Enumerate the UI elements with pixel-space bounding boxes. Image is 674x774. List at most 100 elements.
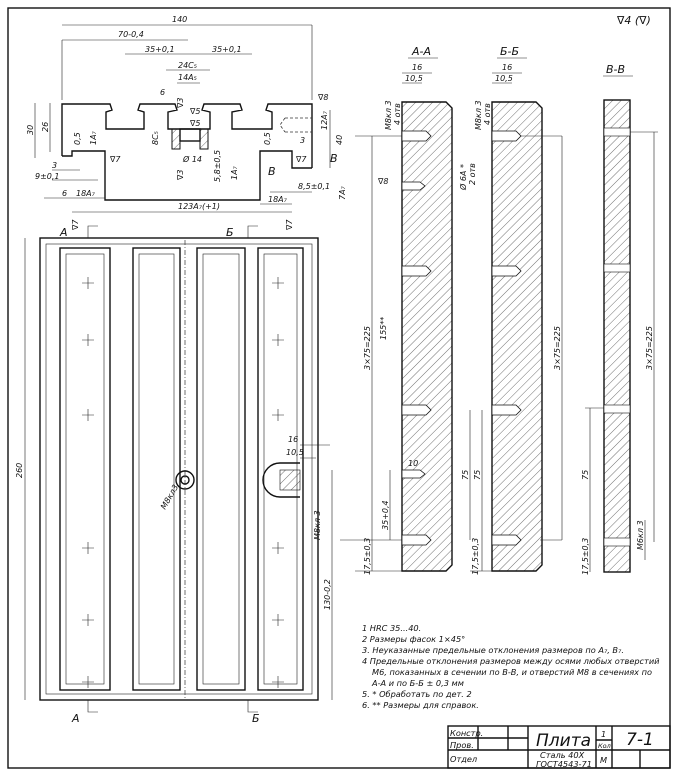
roughness-3a: ∇3 [176, 98, 185, 109]
dim-16-plan: 16 [288, 435, 298, 444]
aa-dim-16: 16 [412, 63, 422, 72]
aa-dim-155: 155** [379, 317, 388, 340]
dim-3-left: 3 [52, 161, 57, 170]
dim-123a7: 123A₇(+1) [178, 202, 220, 211]
roughness-8: ∇8 [317, 93, 328, 102]
dim-6-left: 6 [62, 189, 67, 198]
dim-18a7-right: 18A₇ [268, 195, 288, 204]
dim-1a7-mid: 1A₇ [230, 165, 239, 180]
material: Сталь 40Х [540, 750, 585, 760]
aa-thread-m8: М8кл 3 [384, 100, 393, 130]
sheet-frame [7, 7, 671, 769]
title-block: Констр. Пров. Отдел Плита 1 Кол 7-1 Стал… [447, 725, 671, 769]
dim-260: 260 [15, 463, 24, 478]
konstr-label: Констр. [450, 728, 483, 738]
aa-dim-10: 10 [408, 459, 418, 468]
section-title-b-b: Б-Б [500, 45, 519, 58]
dim-6: 6 [160, 88, 165, 97]
note-4-line1: 4 Предельные отклонения размеров между о… [362, 656, 660, 666]
material-standard: ГОСТ4543-71 [536, 759, 592, 769]
roughness-5a: ∇5 [189, 107, 200, 116]
vv-thread-m6: М6кл 3 [636, 520, 645, 550]
view-mark-v-right: В [330, 152, 338, 165]
aa-dim-75: 75 [461, 470, 470, 480]
dim-0-5-right: 0,5 [263, 132, 272, 145]
roughness-5b: ∇5 [189, 119, 200, 128]
bb-dim-75: 75 [473, 470, 482, 480]
roughness-7b: ∇7 [295, 155, 307, 164]
dim-10-5-plan: 10,5 [286, 448, 304, 457]
dim-0-5-left: 0,5 [73, 132, 82, 145]
dim-24c5: 24C₅ [178, 61, 197, 70]
otdel-label: Отдел [450, 754, 477, 764]
aa-holes-2: 2 отв [468, 163, 477, 185]
aa-holes-4: 4 отв [393, 103, 402, 125]
dim-12a7: 12A₇ [320, 110, 329, 130]
dim-26: 26 [41, 122, 50, 132]
dim-14a5: 14A₅ [178, 73, 197, 82]
dim-140: 140 [172, 15, 187, 24]
quantity-label: Кол [598, 742, 611, 750]
dim-70: 70-0,4 [118, 30, 144, 39]
dim-9: 9±0,1 [35, 172, 60, 181]
aa-dim-17-5: 17,5±0,3 [363, 538, 372, 575]
vv-dim-225: 3×75=225 [645, 326, 654, 370]
section-title-v-v: В-В [606, 63, 625, 76]
note-4-line2: М6, показанных в сечении по В-В, и отвер… [372, 667, 652, 677]
bb-dim-10-5: 10,5 [495, 74, 513, 83]
note-3: 3. Неуказанные предельные отклонения раз… [362, 645, 624, 655]
dim-3-right: 3 [300, 136, 305, 145]
roughness-7a: ∇7 [109, 155, 121, 164]
roughness-7d: ∇7 [285, 219, 294, 231]
section-title-a-a: А-А [411, 45, 431, 58]
aa-dim-35: 35+0,4 [381, 500, 390, 530]
dim-d14: Ø 14 [182, 154, 202, 164]
dim-130: 130-0,2 [323, 579, 332, 610]
cut-mark-b-bottom: Б [252, 712, 260, 725]
dim-30: 30 [26, 125, 35, 135]
thread-m8-center: М8кл3 [159, 483, 180, 511]
cut-mark-a-top: А [59, 226, 68, 239]
section-a-a: А-А 16 10,5 М8кл 3 4 отв Ø 6A * 2 отв ∇8… [340, 45, 477, 575]
aa-dim-225: 3×75=225 [363, 326, 372, 370]
vv-dim-17-5: 17,5±0,3 [581, 538, 590, 575]
dim-35-left: 35+0,1 [145, 45, 175, 54]
roughness-7c: ∇7 [71, 219, 80, 231]
dim-8c5: 8C₅ [151, 131, 160, 145]
part-name: Плита [536, 731, 591, 751]
dim-7a7: 7A₇ [338, 185, 347, 200]
section-v-v: В-В 3×75=225 75 М6кл 3 17,5±0,3 [581, 63, 658, 575]
general-roughness: ∇4 (∇) [616, 14, 651, 27]
plan-view: А Б А Б 260 16 10,5 М8кл3 М8кл 3 130-0,2 [15, 225, 333, 725]
roughness-3b: ∇3 [176, 170, 185, 181]
bb-holes-4: 4 отв [483, 103, 492, 125]
vv-dim-75: 75 [581, 470, 590, 480]
aa-dim-10-5: 10,5 [405, 74, 423, 83]
note-4-line3: А-А и по Б-Б ± 0,3 мм [371, 678, 464, 688]
cut-mark-a-bottom: А [71, 712, 80, 725]
cut-mark-b-top: Б [226, 226, 234, 239]
bb-thread-m8: М8кл 3 [474, 100, 483, 130]
aa-hole-d6a: Ø 6A * [458, 164, 468, 191]
note-5: 5. * Обработать по дет. 2 [362, 689, 472, 699]
scale-label: М [600, 755, 607, 765]
note-1: 1 HRC 35...40. [362, 623, 421, 633]
technical-notes: 1 HRC 35...40. 2 Размеры фасок 1×45° 3. … [362, 623, 660, 710]
bb-dim-225: 3×75=225 [553, 326, 562, 370]
front-view: 140 70-0,4 35+0,1 35+0,1 24C₅ 14A₅ 6 30 … [26, 15, 347, 231]
section-b-b: Б-Б 16 10,5 М8кл 3 4 отв 3×75=225 75 17,… [470, 45, 563, 575]
dim-5-8: 5,8±0,5 [213, 150, 222, 182]
dim-35-right: 35+0,1 [212, 45, 242, 54]
bb-dim-17-5: 17,5±0,3 [471, 538, 480, 575]
dim-8-5: 8,5±0,1 [298, 182, 330, 191]
part-number: 7-1 [626, 730, 654, 750]
note-2: 2 Размеры фасок 1×45° [362, 634, 465, 644]
bb-dim-16: 16 [502, 63, 512, 72]
note-6: 6. ** Размеры для справок. [362, 700, 479, 710]
aa-roughness-8: ∇8 [377, 177, 388, 186]
prov-label: Пров. [450, 740, 474, 750]
dim-40: 40 [335, 135, 344, 145]
quantity: 1 [601, 729, 606, 739]
thread-m8-right: М8кл 3 [313, 510, 322, 540]
